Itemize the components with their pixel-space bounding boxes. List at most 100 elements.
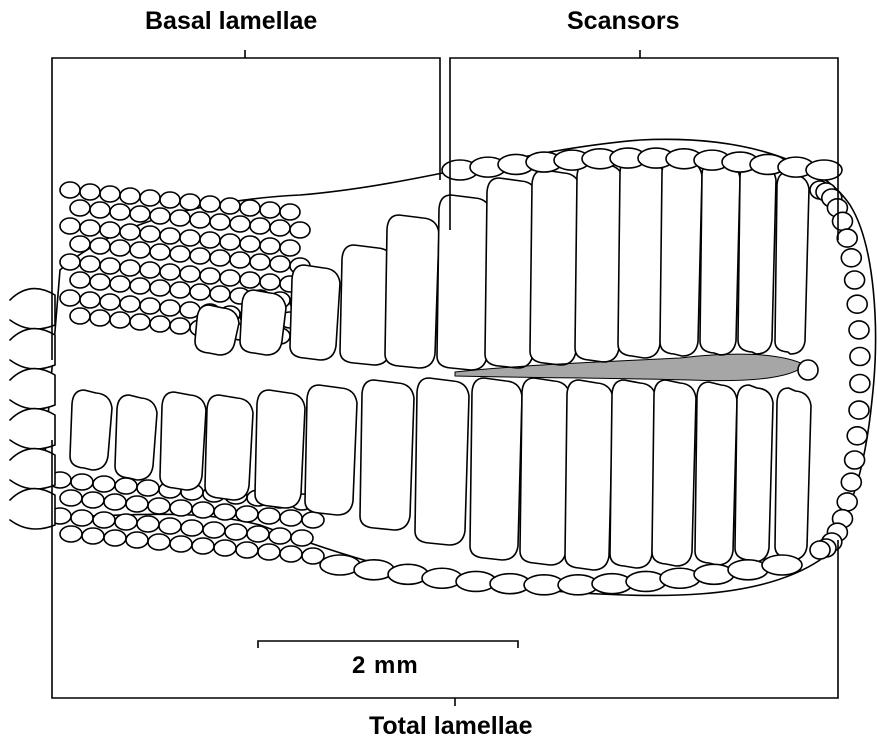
granule: [170, 282, 190, 298]
upper-lamella: [700, 160, 740, 355]
upper-lamella: [195, 305, 239, 355]
rim-scale: [833, 212, 853, 230]
granule: [150, 280, 170, 296]
granule: [100, 294, 120, 310]
granule: [100, 222, 120, 238]
granule: [220, 234, 240, 250]
granule: [90, 274, 110, 290]
granule: [126, 496, 148, 512]
granule: [190, 248, 210, 264]
granule: [60, 290, 80, 306]
granule: [220, 270, 240, 286]
granule: [192, 502, 214, 518]
granule: [80, 256, 100, 272]
rim-scale: [849, 321, 869, 339]
lower-lamella: [115, 395, 157, 480]
lower-lamella: [520, 378, 570, 565]
basal-lamellae-label: Basal lamellae: [145, 7, 317, 36]
granule: [190, 284, 210, 300]
granule: [60, 490, 82, 506]
lower-lamella: [775, 388, 811, 560]
granule: [170, 500, 192, 516]
granule: [210, 250, 230, 266]
granule: [93, 512, 115, 528]
granule: [200, 232, 220, 248]
granule: [240, 200, 260, 216]
rim-scale: [847, 427, 867, 445]
total-lamellae-label: Total lamellae: [369, 712, 533, 741]
edge-scale: [626, 571, 666, 591]
granule: [258, 508, 280, 524]
upper-lamella: [240, 290, 286, 355]
granule: [240, 272, 260, 288]
granule: [70, 308, 90, 324]
granule: [82, 492, 104, 508]
granule: [90, 310, 110, 326]
left-scale: [10, 489, 55, 529]
granule: [170, 318, 190, 334]
rim-scale: [845, 451, 865, 469]
granule: [225, 524, 247, 540]
upper-lamella: [575, 162, 623, 362]
granule: [269, 528, 291, 544]
granule: [80, 184, 100, 200]
lower-lamella: [470, 378, 522, 560]
granule: [160, 192, 180, 208]
granule: [280, 546, 302, 562]
granule: [280, 510, 302, 526]
granule: [137, 480, 159, 496]
granule: [140, 226, 160, 242]
lower-lamella: [305, 385, 357, 515]
granule: [160, 228, 180, 244]
granule: [270, 220, 290, 236]
granule: [210, 214, 230, 230]
rim-scale: [837, 229, 857, 247]
granule: [180, 194, 200, 210]
lower-lamella: [70, 390, 112, 470]
granule: [160, 264, 180, 280]
granule: [181, 520, 203, 536]
granule: [203, 522, 225, 538]
granule: [180, 230, 200, 246]
granule: [230, 252, 250, 268]
granule: [200, 196, 220, 212]
granule: [160, 300, 180, 316]
granule: [230, 216, 250, 232]
rim-scale: [841, 249, 861, 267]
granule: [130, 314, 150, 330]
granule: [192, 538, 214, 554]
left-scale: [10, 289, 55, 329]
granule: [70, 272, 90, 288]
granule: [80, 292, 100, 308]
granule: [104, 530, 126, 546]
granule: [60, 218, 80, 234]
upper-lamella: [290, 265, 340, 360]
granule: [115, 478, 137, 494]
granule: [220, 198, 240, 214]
upper-lamella: [618, 158, 664, 358]
rim-scale: [850, 348, 870, 366]
scansors-label: Scansors: [567, 7, 680, 36]
granule: [260, 274, 280, 290]
granule: [302, 512, 324, 528]
lower-lamella: [160, 392, 206, 490]
edge-scale: [806, 160, 842, 180]
granule: [120, 188, 140, 204]
granule: [130, 242, 150, 258]
granule: [130, 206, 150, 222]
granule: [190, 212, 210, 228]
granule: [100, 258, 120, 274]
upper-lamella: [485, 178, 537, 368]
lower-lamella: [735, 385, 773, 562]
left-scale: [10, 329, 55, 369]
granule: [270, 256, 290, 272]
edge-scale: [422, 568, 462, 588]
granule: [71, 510, 93, 526]
granule: [126, 532, 148, 548]
granule: [120, 224, 140, 240]
granule: [236, 542, 258, 558]
granule: [60, 526, 82, 542]
granule: [250, 254, 270, 270]
lower-lamella: [205, 395, 253, 500]
